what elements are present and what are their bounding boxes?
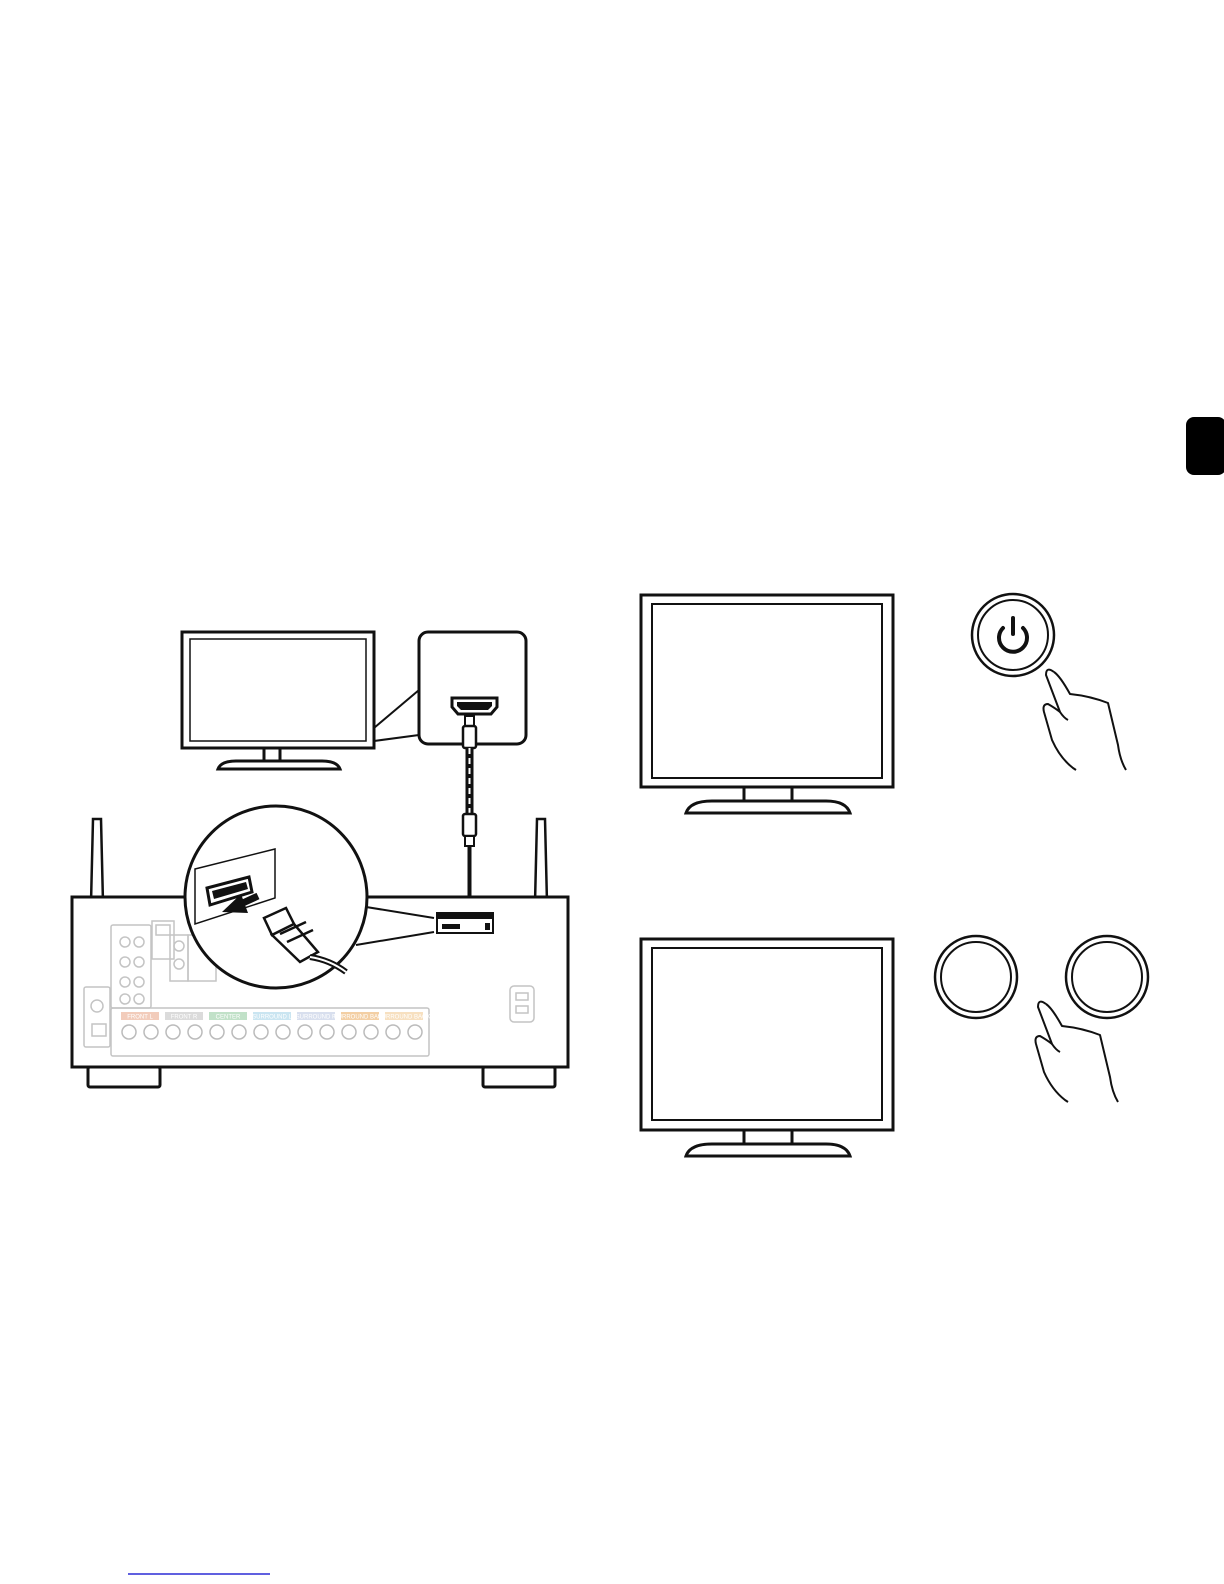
source-button-right [1066, 936, 1148, 1018]
tv-icon [182, 632, 374, 769]
hdmi-insertion-magnifier [185, 806, 367, 988]
speaker-label-text: SURROUND L [252, 1015, 292, 1021]
speaker-label-text: SURROUND BACK [378, 1015, 431, 1021]
page-tab [1186, 417, 1224, 475]
tv-icon [641, 939, 893, 1156]
callout-lines [374, 690, 419, 741]
speaker-label-text: FRONT R [171, 1015, 198, 1021]
speaker-label-text: SURROUND R [296, 1015, 337, 1021]
hand-pointer-icon [1044, 670, 1127, 770]
hdmi-port-icon [452, 698, 497, 714]
tv-icon [641, 595, 893, 813]
source-button-left [935, 936, 1017, 1018]
power-button [972, 594, 1054, 676]
hdmi-cable-icon [463, 716, 476, 918]
speaker-label-text: FRONT L [127, 1015, 153, 1021]
speaker-label-text: CENTER [216, 1015, 241, 1021]
